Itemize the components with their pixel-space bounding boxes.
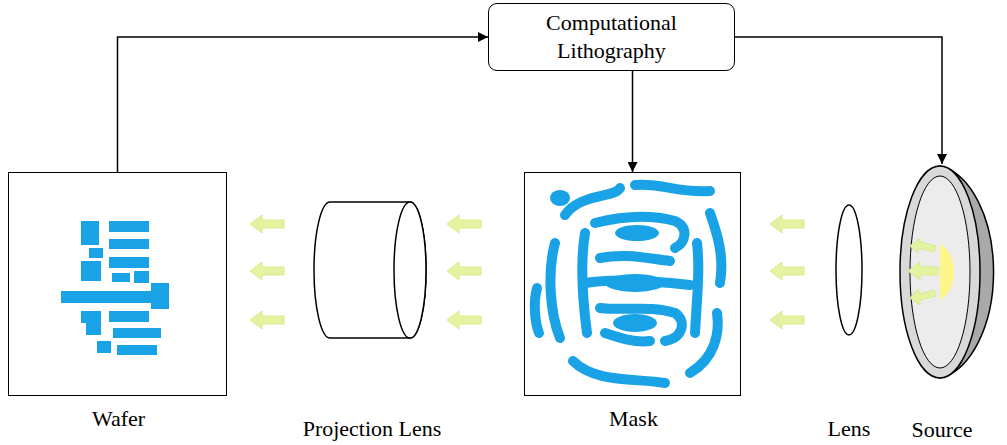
component-label: Projection Lens [303, 415, 442, 442]
wafer-pattern [9, 173, 228, 397]
source-node: Source [880, 164, 1004, 380]
mask-box: Mask [524, 172, 741, 396]
flow-arrow [735, 37, 942, 164]
projection-lens [314, 202, 426, 338]
lens [836, 205, 862, 335]
component-label: Wafer [92, 405, 145, 432]
light-source [880, 164, 1004, 380]
flow-arrow [118, 37, 489, 172]
component-label: Mask [609, 405, 658, 432]
box-label: Computational Lithography [512, 9, 712, 65]
component-label: Source [911, 416, 972, 443]
process-box: Computational Lithography [488, 3, 735, 71]
component-label: Lens [828, 415, 871, 442]
flow-arrow [632, 71, 634, 172]
wafer-box: Wafer [8, 172, 227, 396]
mask-pattern [525, 173, 742, 397]
